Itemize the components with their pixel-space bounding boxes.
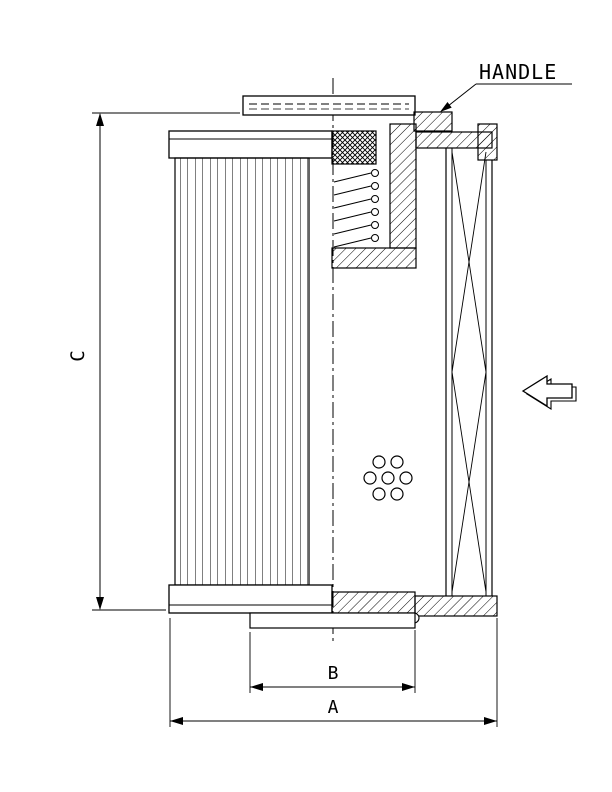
dim-b-label: B bbox=[328, 663, 339, 684]
flow-arrow-body bbox=[521, 374, 573, 408]
dim-c-arrow-down bbox=[96, 597, 104, 610]
handle-callout: HANDLE bbox=[440, 60, 572, 112]
handle-leader-arrow bbox=[440, 102, 452, 112]
dim-b-arrow-right bbox=[402, 683, 415, 691]
dim-a-arrow-left bbox=[170, 717, 183, 725]
bypass-spring bbox=[333, 169, 379, 248]
top-cap-right bbox=[415, 123, 498, 161]
dim-a-label: A bbox=[328, 697, 339, 718]
outer-shell bbox=[445, 148, 493, 596]
dimension-c: C bbox=[67, 112, 240, 611]
handle-plate bbox=[242, 95, 416, 116]
dimension-b: B bbox=[249, 630, 416, 693]
seal-block bbox=[331, 130, 377, 165]
mesh-cross-pattern bbox=[451, 151, 487, 593]
flow-arrow-shadow bbox=[525, 378, 577, 410]
dim-c-arrow-up bbox=[96, 113, 104, 126]
valve-housing bbox=[389, 123, 417, 249]
handle-label: HANDLE bbox=[479, 60, 557, 84]
dimension-a: A bbox=[169, 618, 498, 727]
bottom-cap-right bbox=[331, 591, 416, 614]
drain-holes bbox=[363, 455, 413, 501]
bottom-end-cap bbox=[168, 584, 333, 614]
dim-b-arrow-left bbox=[250, 683, 263, 691]
pleated-media bbox=[174, 157, 310, 586]
spring-seat bbox=[331, 247, 417, 269]
dim-c-label: C bbox=[67, 350, 89, 361]
top-end-cap bbox=[168, 130, 333, 159]
dim-a-arrow-right bbox=[484, 717, 497, 725]
flow-arrow-left bbox=[521, 374, 577, 410]
handle-bracket bbox=[413, 111, 453, 132]
bottom-spigot bbox=[249, 612, 416, 629]
bottom-rim-right bbox=[414, 595, 498, 617]
